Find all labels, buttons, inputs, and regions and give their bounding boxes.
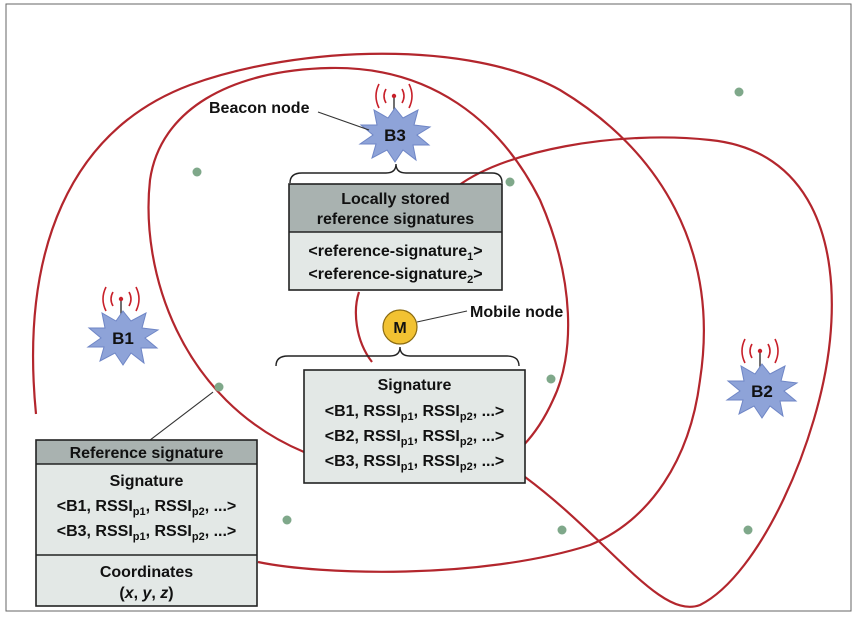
signature-row: <B2, RSSIp1, RSSIp2, ...> [325,428,505,448]
signature-row: <B1, RSSIp1, RSSIp2, ...> [57,498,237,518]
reference-callout-leader [149,391,214,441]
stored-row-1: <reference-signature1> [308,243,482,263]
signature-box: Signature [303,369,526,484]
beacon-node-callout: Beacon node [209,100,310,117]
mobile-callout-leader [416,310,468,323]
stored-header-line1: Locally stored [341,191,449,208]
diagram-border [5,3,852,612]
coordinates-title: Coordinates [100,564,193,581]
stored-row-2: <reference-signature2> [308,266,482,286]
coordinates-value: (x, y, z) [119,585,173,602]
radio-wave-icon [375,83,413,116]
brace-mobile [275,346,520,367]
sensor-dot [192,167,202,177]
beacon-b2[interactable]: B2 [725,338,799,419]
brace-b3 [289,163,503,184]
beacon-label: B2 [751,382,773,401]
range-curve-b1 [32,52,705,573]
sensor-dot [546,374,556,384]
signature-row: <B1, RSSIp1, RSSIp2, ...> [325,403,505,423]
stored-header-line2: reference signatures [317,211,475,228]
sensor-dots [192,87,753,535]
signature-row: <B3, RSSIp1, RSSIp2, ...> [325,453,505,473]
signature-title: Signature [378,377,452,394]
beacon-b1[interactable]: B1 [86,286,160,366]
sensor-dot [734,87,744,97]
reference-signature-title: Signature [110,473,184,490]
stored-signatures-box: Locally stored reference signatures <ref… [288,183,503,291]
sensor-dot [505,177,515,187]
beacon-label: B1 [112,329,134,348]
mobile-node-callout: Mobile node [470,304,563,321]
sensor-dot [214,382,224,392]
reference-header: Reference signature [70,445,224,462]
beacon-callout-leader [317,111,370,131]
sensor-dot [282,515,292,525]
mobile-node-label: M [393,320,406,337]
starburst-icon [358,107,432,163]
reference-rows: <B1, RSSIp1, RSSIp2, ...> <B3, RSSIp1, RS… [57,498,237,543]
range-curve-b3 [147,66,570,467]
sensor-dot [557,525,567,535]
mobile-node[interactable]: M [382,309,418,345]
sensor-dot [743,525,753,535]
beacon-b3[interactable]: B3 [358,83,432,163]
starburst-icon [725,363,799,419]
signature-rows: <B1, RSSIp1, RSSIp2, ...> <B2, RSSIp1, RS… [325,403,505,473]
circle-node-icon [382,309,418,345]
starburst-icon [86,310,160,366]
radio-wave-icon [741,338,779,370]
signature-row: <B3, RSSIp1, RSSIp2, ...> [57,523,237,543]
reference-signature-box: Reference signature Signature Coordinate… [35,439,258,607]
beacon-label: B3 [384,126,406,145]
